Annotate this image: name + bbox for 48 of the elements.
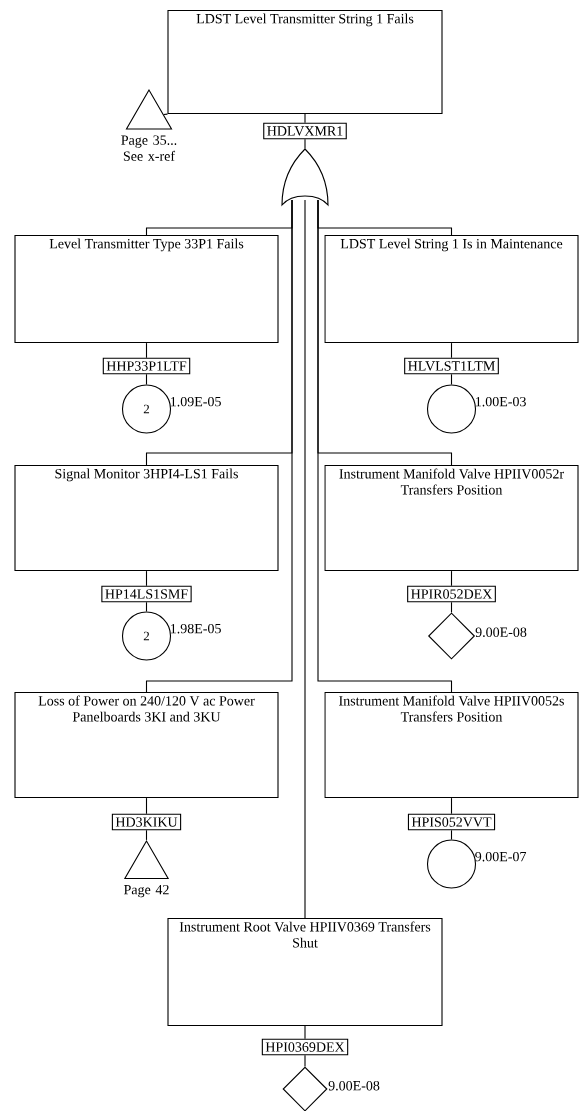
event-box: Instrument Manifold Valve HPIIV0052r Transfers Position [324,465,579,572]
connector-line [450,797,453,815]
event-box: Instrument Manifold Valve HPIIV0052s Transfers Position [324,692,579,799]
connector-line [145,829,148,841]
connector-line [450,570,453,587]
connector-line [145,199,293,693]
event-id-box: HLVLST1LTM [404,357,499,375]
basic-event-circle [426,384,477,434]
or-gate [281,148,329,206]
transfer-label: Page 35... See x-ref [121,135,177,161]
connector-line [450,373,453,385]
probability-label: 9.00E-08 [328,1081,380,1091]
connector-line [450,601,453,613]
connector-line [145,342,148,359]
connector-line [145,570,148,587]
connector-line [304,199,306,919]
event-box: Loss of Power on 240/120 V ac Power Panelboards 3KI and 3KU [14,692,279,799]
event-box: LDST Level Transmitter String 1 Fails [167,10,443,115]
connector-line [163,113,168,116]
probability-label: 9.00E-08 [475,627,527,637]
connector-line [145,601,148,612]
probability-label: 9.00E-07 [475,851,527,862]
connector-line [304,1054,306,1067]
basic-event-circle [426,839,477,889]
event-id-box: HD3KIKU [111,813,182,831]
event-box: LDST Level String 1 Is in Maintenance [324,235,579,344]
event-id-box: HPIS052VVT [407,813,496,831]
event-id-box: HPIR052DEX [407,585,496,603]
connector-line [317,199,453,693]
connector-line [304,113,306,124]
probability-label: 1.00E-03 [475,396,526,407]
transfer-label: Page 42 [123,884,169,898]
undeveloped-event-diamond [282,1066,328,1111]
event-id-box: HP14LS1SMF [101,585,192,603]
connector-line [145,373,148,385]
connector-line [145,797,148,815]
event-id-box: HPI0369DEX [261,1038,349,1056]
connector-line [304,138,306,149]
probability-label: 1.98E-05 [170,623,221,634]
event-box: Level Transmitter Type 33P1 Fails [14,235,279,344]
connector-line [304,1025,306,1040]
event-box: Instrument Root Valve HPIIV0369 Transfers Shut [167,918,443,1027]
event-box: Signal Monitor 3HPI4-LS1 Fails [14,465,279,572]
event-id-box: HDLVXMR1 [263,122,347,140]
probability-label: 1.09E-05 [170,396,221,407]
connector-line [450,829,453,840]
connector-line [450,342,453,359]
event-id-box: HHP33P1LTF [102,357,191,375]
